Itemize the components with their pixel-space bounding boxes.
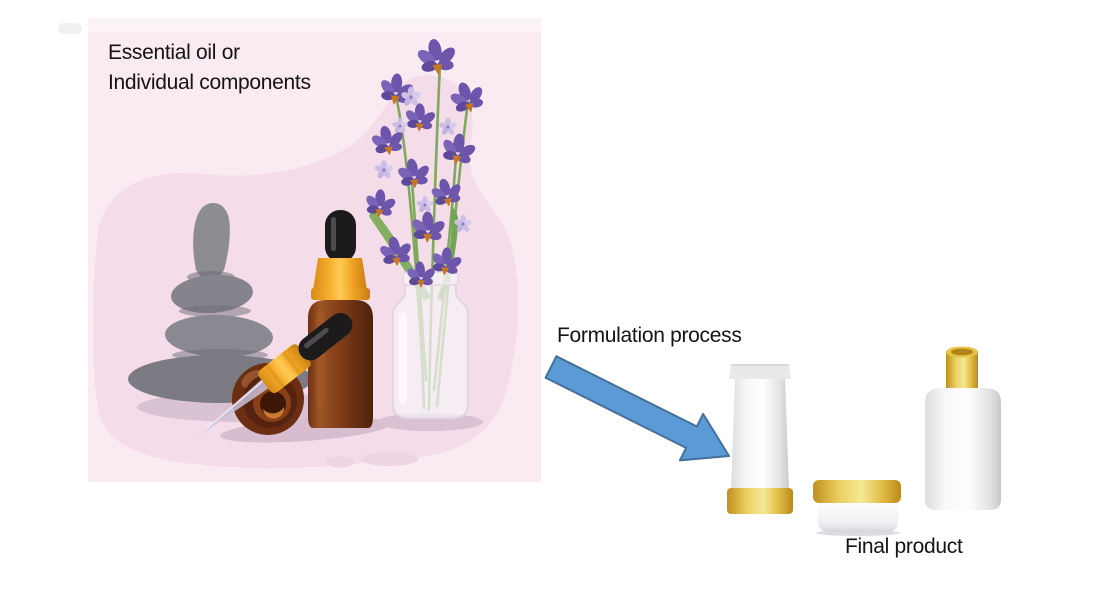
background-smudge [58,23,82,34]
cosmetic-tube-illustration [727,364,793,514]
source-panel-label-line1: Essential oil or [108,41,240,64]
lotion-bottle-illustration [925,346,1001,510]
vase-with-lavender-illustration [361,36,490,419]
source-panel-label: Essential oil or Individual components [108,38,311,98]
final-product-label: Final product [845,535,963,558]
glass-vase [392,271,469,419]
cream-jar-illustration [813,480,901,536]
source-panel-label-line2: Individual components [108,71,311,94]
pipette-illustration [197,312,353,437]
formulation-process-label: Formulation process [557,324,742,347]
panel-top-sheen [88,18,541,32]
formulation-arrow [544,355,730,462]
